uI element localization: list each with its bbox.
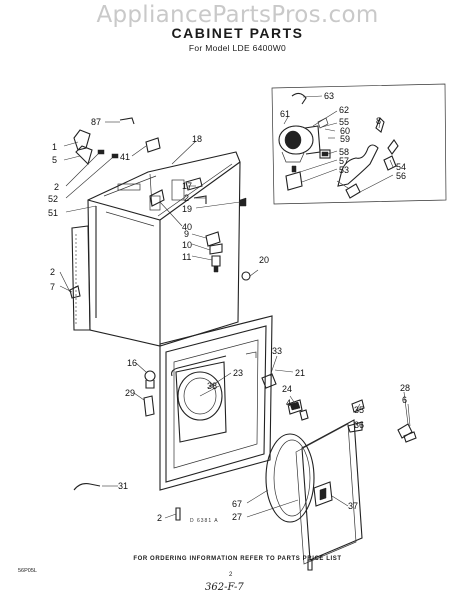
- inset-motor-assembly: [271, 83, 447, 205]
- callout-27: 27: [232, 512, 242, 522]
- callout-40: 40: [182, 222, 192, 232]
- callout-2b: 2: [184, 193, 189, 203]
- callout-2d: 2: [157, 513, 162, 523]
- callout-60: 60: [340, 126, 350, 136]
- door-latch: [287, 395, 303, 415]
- cabinet-body: [87, 151, 241, 347]
- callout-53: 53: [339, 165, 349, 175]
- drive-motor: [278, 125, 321, 163]
- callout-29: 29: [125, 388, 135, 398]
- callout-labels: 87 1 5 2 52 51 41 18 17 2 19 40 9 10 11 …: [48, 91, 410, 524]
- callout-21: 21: [295, 368, 305, 378]
- screw-20: [241, 269, 259, 281]
- callout-1: 1: [52, 142, 57, 152]
- callout-16: 16: [127, 358, 137, 368]
- ordering-footnote: FOR ORDERING INFORMATION REFER TO PARTS …: [133, 556, 342, 562]
- callout-35: 35: [354, 405, 364, 415]
- model-subtitle: For Model LDE 6400W0: [188, 43, 287, 53]
- top-hinge-hardware: [73, 117, 247, 207]
- page-code: 56P05L: [18, 568, 37, 574]
- callout-54: 54: [396, 162, 406, 172]
- callout-10: 10: [182, 240, 192, 250]
- bottom-screw: [164, 507, 181, 521]
- callout-9: 9: [184, 229, 189, 239]
- callout-55: 55: [339, 117, 349, 127]
- motor-clip: [291, 92, 307, 105]
- callout-63: 63: [324, 91, 334, 101]
- callout-19: 19: [182, 204, 192, 214]
- page-number: 2: [229, 572, 233, 578]
- callout-59: 59: [340, 134, 350, 144]
- callout-2c: 2: [50, 267, 55, 277]
- callout-87: 87: [91, 117, 101, 127]
- callout-2a: 2: [54, 182, 59, 192]
- side-panel: [71, 225, 91, 331]
- callout-52: 52: [48, 194, 58, 204]
- callout-37: 37: [348, 501, 358, 511]
- front-panel: [159, 315, 277, 491]
- dryer-door: [265, 419, 363, 565]
- site-watermark: AppliancePartsPros.com: [96, 2, 379, 28]
- drawing-reference: D 6381 A: [190, 518, 219, 524]
- screw-4: [299, 409, 309, 421]
- callout-18: 18: [192, 134, 202, 144]
- upper-leaders: [59, 121, 241, 293]
- callout-5: 5: [52, 155, 57, 165]
- callout-6: 6: [402, 395, 407, 405]
- callout-31: 31: [118, 481, 128, 491]
- leveling-leg: [135, 362, 156, 389]
- handwritten-note: 362-F-7: [205, 582, 244, 593]
- callout-11: 11: [182, 252, 191, 262]
- callout-8: 8: [376, 116, 381, 126]
- panel-leaders: [199, 355, 294, 397]
- callout-67: 67: [232, 499, 242, 509]
- callout-41: 41: [120, 152, 130, 162]
- callout-20: 20: [259, 255, 269, 265]
- door-strike: [397, 391, 417, 443]
- callout-24: 24: [282, 384, 292, 394]
- wire-31: [73, 483, 118, 491]
- callout-17: 17: [182, 181, 192, 191]
- callout-57: 57: [339, 156, 349, 166]
- part-29-bracket: [133, 392, 155, 417]
- callout-62: 62: [339, 105, 349, 115]
- callout-58: 58: [339, 147, 349, 157]
- page-title: CABINET PARTS: [171, 25, 304, 41]
- callout-28: 28: [400, 383, 410, 393]
- drive-belt: [337, 144, 379, 187]
- door-screw: [307, 559, 313, 571]
- motor-bracket: [285, 171, 303, 191]
- callout-56: 56: [396, 171, 406, 181]
- callout-7: 7: [50, 282, 55, 292]
- callout-33: 33: [272, 346, 282, 356]
- callout-36: 36: [354, 420, 364, 430]
- door-hinge-clips: [347, 399, 365, 433]
- hinge-pieces: [205, 231, 223, 273]
- callout-4: 4: [286, 398, 291, 408]
- callout-23: 23: [233, 368, 243, 378]
- callout-61: 61: [280, 109, 290, 119]
- callout-51: 51: [48, 208, 58, 218]
- callout-38: 38: [207, 381, 217, 391]
